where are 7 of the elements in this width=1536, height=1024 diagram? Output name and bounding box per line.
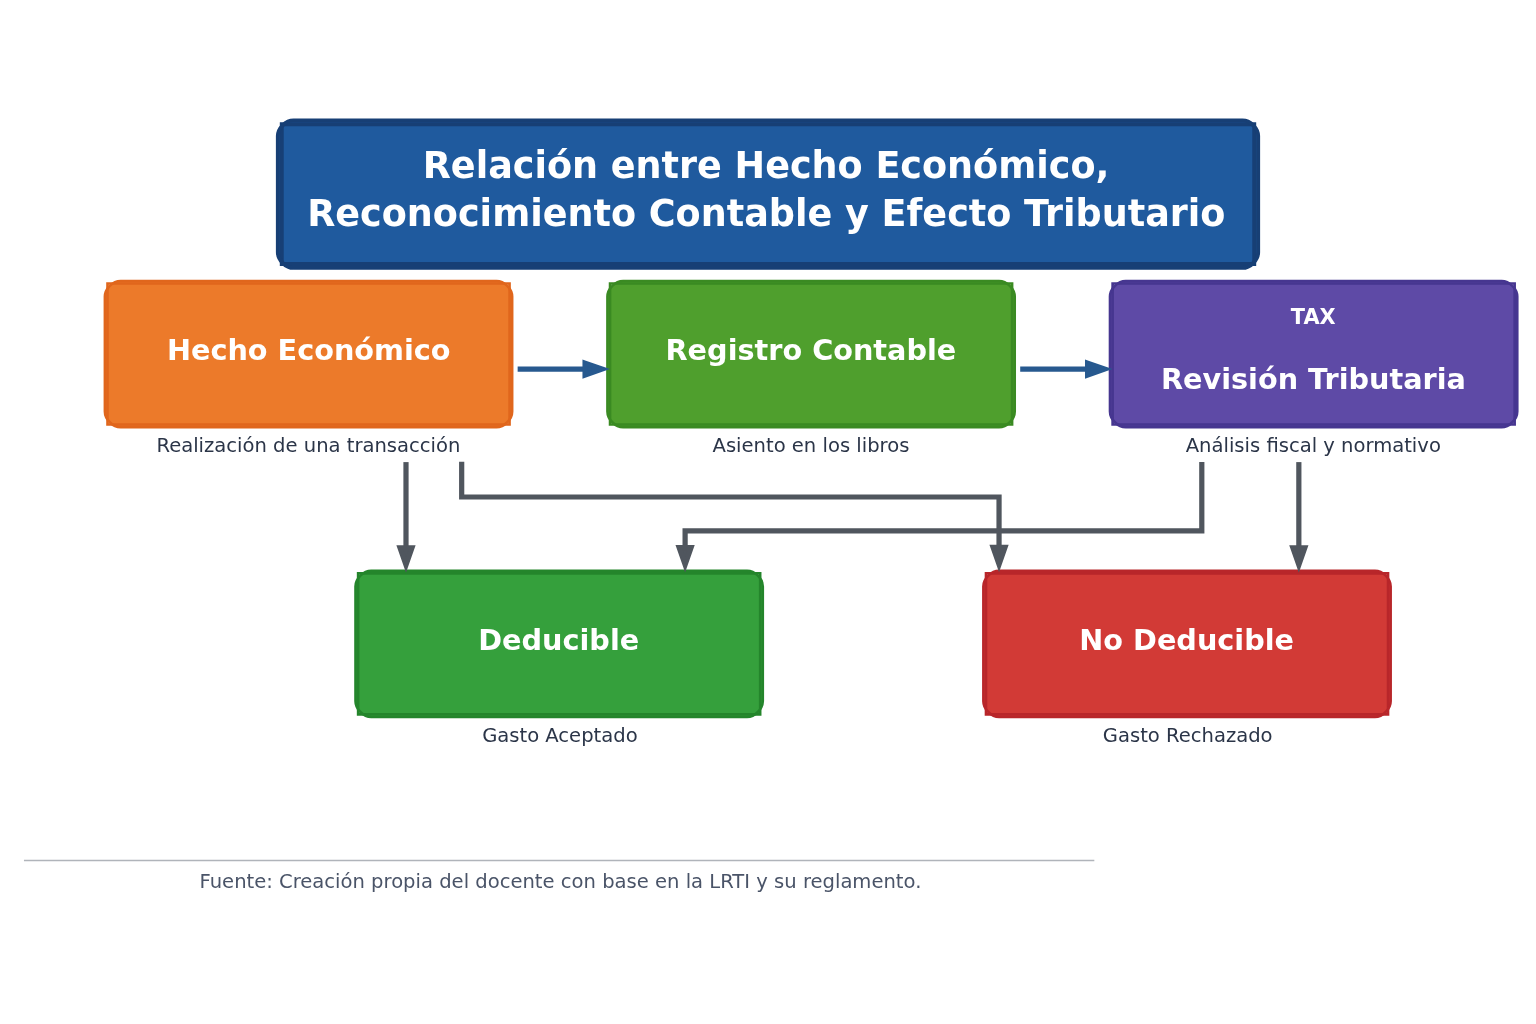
node-label: Asiento en los libros [712,433,910,457]
node-label: Análisis fiscal y normativo [1185,433,1441,457]
node-label: Realización de una transacción [156,433,461,457]
caption: Fuente: Creación propia del docente con base en la LRTI y su reglamento. [199,869,922,893]
diagram-title: Relación entre Hecho Económico, Reconocimiento Contable y Efecto Tributario [307,143,1226,235]
node-label: Gasto Aceptado [482,723,638,747]
node-label: Gasto Rechazado [1102,723,1273,747]
